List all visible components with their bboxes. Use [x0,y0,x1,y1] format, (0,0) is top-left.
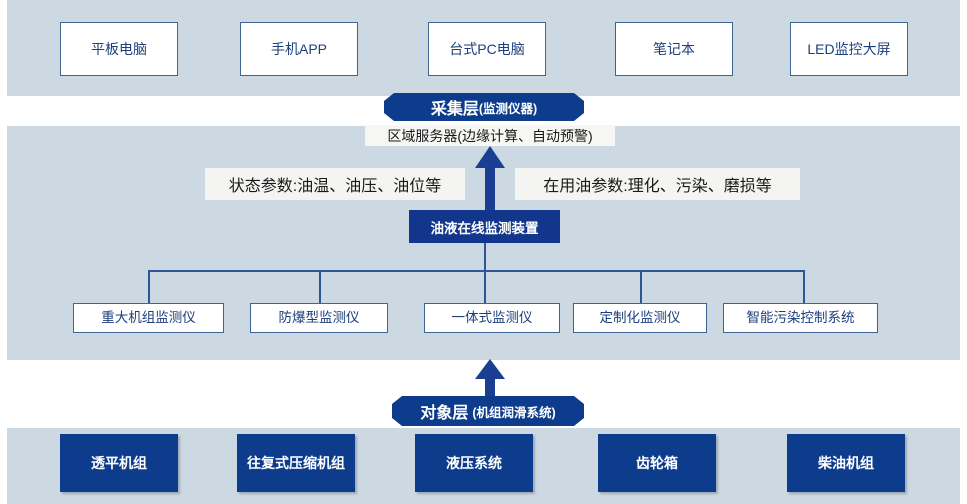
object-layer-banner: 对象层 (机组润滑系统) [392,396,584,426]
connector-device-stem [484,243,486,270]
object-box-turbine-unit[interactable]: 透平机组 [60,434,178,492]
regional-server-label: 区域服务器(边缘计算、自动预警) [365,125,615,146]
object-box-diesel-unit[interactable]: 柴油机组 [787,434,905,492]
oil-online-monitoring-device-box[interactable]: 油液在线监测装置 [409,210,560,243]
connector-drop-2 [319,270,321,303]
monitor-box-integrated[interactable]: 一体式监测仪 [424,303,560,333]
status-parameters-label: 状态参数:油温、油压、油位等 [205,168,465,200]
object-box-gearbox[interactable]: 齿轮箱 [598,434,716,492]
arrow-device-to-server [475,146,505,212]
monitor-box-major-unit[interactable]: 重大机组监测仪 [73,303,224,333]
arrow-object-to-collect [475,359,505,401]
object-box-hydraulic-system[interactable]: 液压系统 [415,434,533,492]
collect-layer-banner: 采集层 (监测仪器) [384,93,584,121]
connector-drop-3 [484,270,486,303]
connector-drop-5 [803,270,805,303]
connector-drop-1 [148,270,150,303]
collect-layer-title: 采集层 [430,101,479,118]
object-layer-subtitle: (机组润滑系统) [472,405,556,420]
terminal-box-tablet[interactable]: 平板电脑 [60,22,178,76]
object-layer-title: 对象层 [420,405,469,422]
terminal-box-laptop[interactable]: 笔记本 [615,22,733,76]
connector-bus [148,270,804,272]
terminal-box-desktop-pc[interactable]: 台式PC电脑 [428,22,546,76]
connector-drop-4 [640,270,642,303]
terminal-box-led-screen[interactable]: LED监控大屏 [790,22,908,76]
terminal-box-mobile-app[interactable]: 手机APP [240,22,358,76]
collect-layer-subtitle: (监测仪器) [478,101,538,116]
monitor-box-smart-contamination-control[interactable]: 智能污染控制系统 [723,303,878,333]
object-box-reciprocating-compressor[interactable]: 往复式压缩机组 [237,434,355,492]
monitor-box-customized[interactable]: 定制化监测仪 [573,303,707,333]
in-service-oil-parameters-label: 在用油参数:理化、污染、磨损等 [515,168,800,200]
monitor-box-explosion-proof[interactable]: 防爆型监测仪 [250,303,388,333]
